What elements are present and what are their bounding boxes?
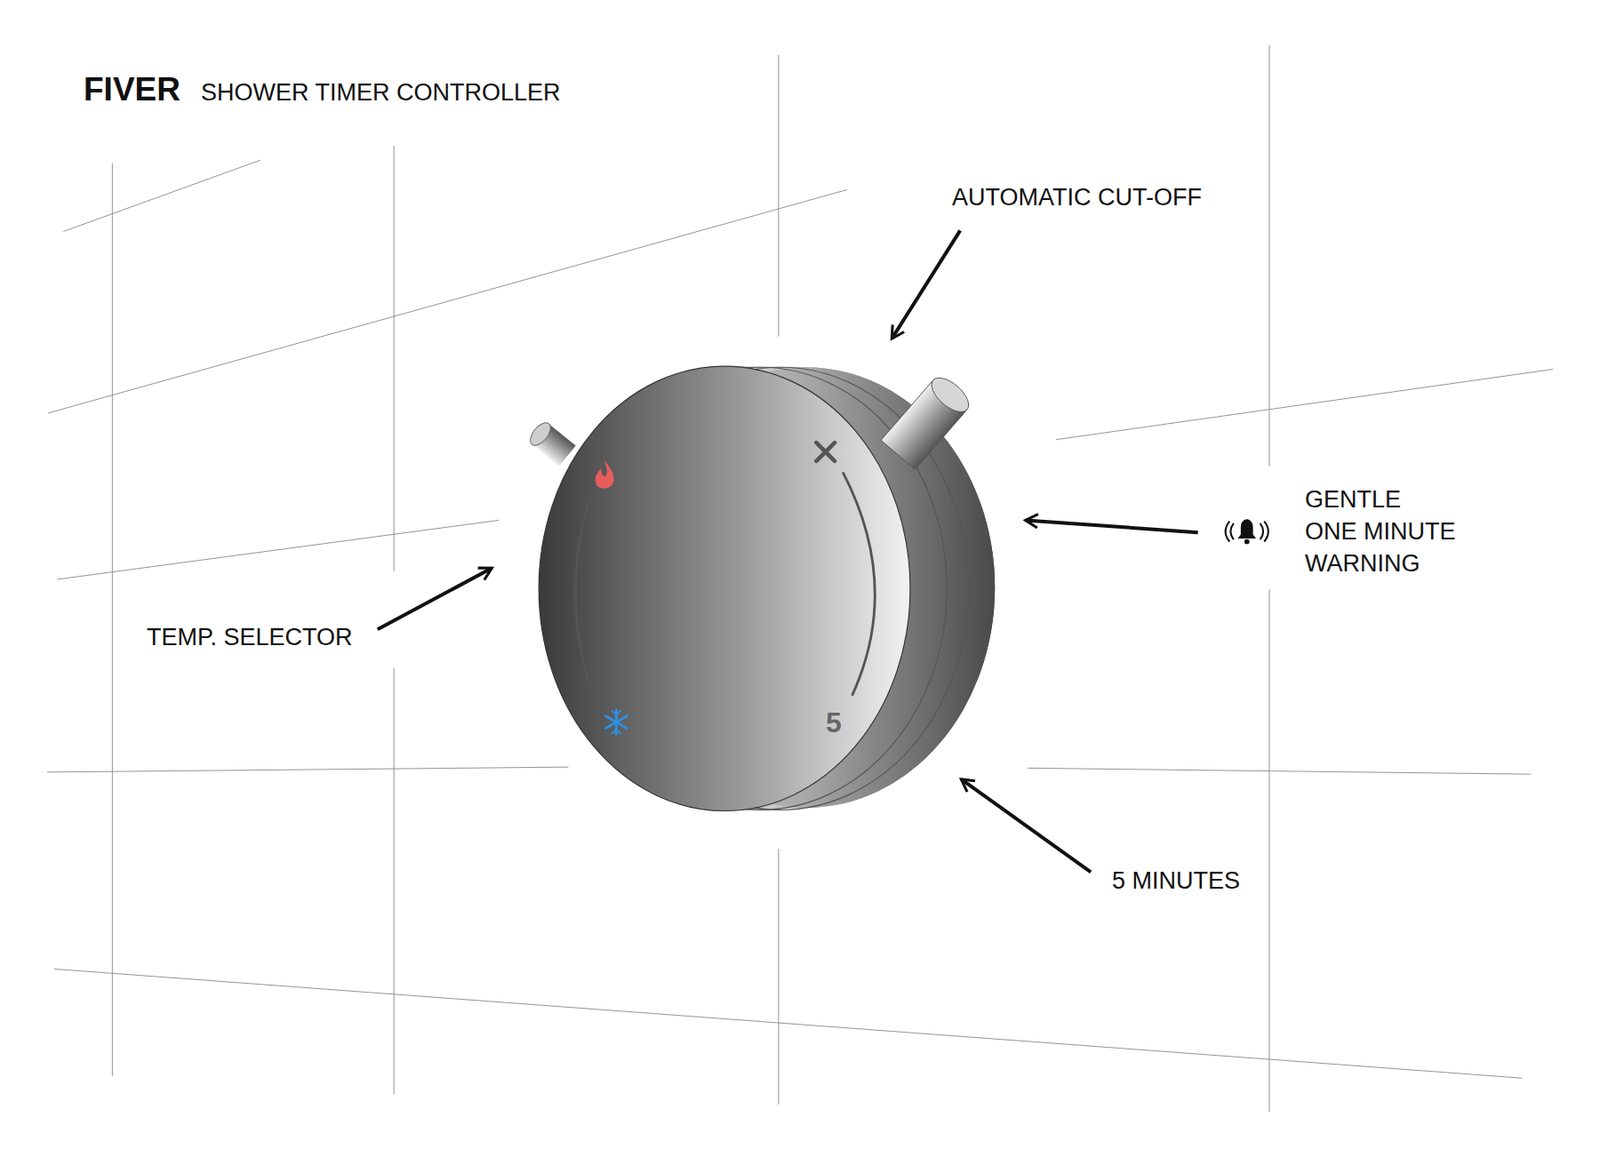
leader-line [891, 230, 960, 339]
dial-number: 5 [825, 706, 842, 739]
leader-line [960, 779, 1091, 872]
cutoff-knob [880, 371, 975, 470]
bell-icon [1225, 519, 1269, 544]
temp-arc [575, 499, 595, 702]
callout-label: TEMP. SELECTOR [146, 621, 353, 654]
subtitle: SHOWER TIMER CONTROLLER [200, 76, 561, 109]
callout-label: 5 MINUTES [1112, 864, 1240, 897]
leader-line [377, 568, 493, 630]
callout-label: GENTLE ONE MINUTE WARNING [1304, 483, 1458, 580]
temp-knob [526, 419, 576, 467]
callout-label: AUTOMATIC CUT-OFF [952, 181, 1202, 214]
leader-arrows [377, 230, 1199, 872]
product-title: FIVER [83, 73, 181, 106]
device-face [538, 366, 911, 811]
leader-line [1025, 520, 1199, 533]
flame-icon [595, 460, 615, 489]
tile-grid [47, 45, 1553, 1113]
snowflake-icon [605, 710, 627, 736]
timer-arc [842, 472, 875, 696]
timer-device [526, 366, 995, 811]
cutoff-cross [816, 442, 835, 462]
